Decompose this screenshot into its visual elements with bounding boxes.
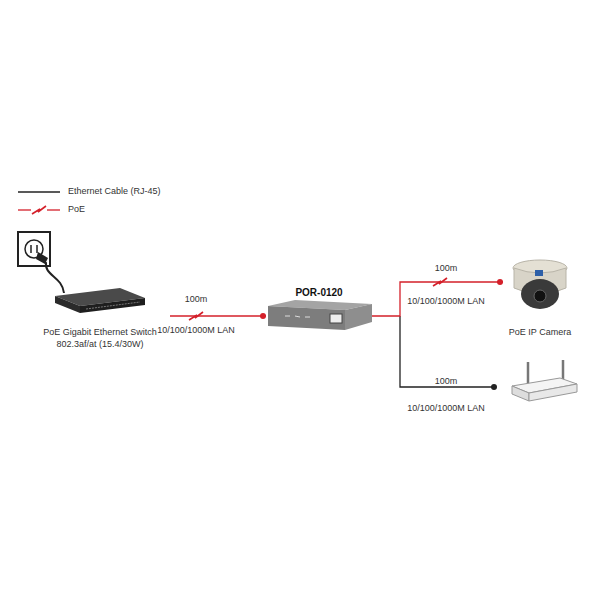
status-led xyxy=(285,316,290,317)
camera-node: PoE IP Camera xyxy=(503,258,577,338)
router-antenna xyxy=(527,362,530,384)
rj45-port xyxy=(330,314,342,323)
switch-node: PoE Gigabit Ethernet Switch 802.3af/at (… xyxy=(30,286,170,350)
status-led xyxy=(295,316,300,317)
node-text: PoE IP Camera xyxy=(503,326,577,338)
cable-end-dot xyxy=(491,384,497,390)
legend-poe-line xyxy=(47,209,60,210)
poe-connector xyxy=(170,315,266,316)
link-speed-label: 10/100/1000M LAN xyxy=(407,296,485,307)
outlet-pin xyxy=(36,245,38,253)
cable-end-dot xyxy=(260,313,266,319)
switch-side xyxy=(55,296,80,313)
legend-poe-line xyxy=(18,209,31,210)
legend-cable-line xyxy=(18,191,60,192)
poe-bolt xyxy=(189,312,203,320)
router-front xyxy=(529,384,577,401)
distance-label: 100m xyxy=(185,294,208,305)
switch-ports xyxy=(86,302,140,309)
legend-text: Ethernet Cable (RJ-45) xyxy=(68,186,161,197)
camera-logo xyxy=(535,270,543,276)
link-speed-label: 10/100/1000M LAN xyxy=(407,403,485,414)
poe-connector xyxy=(372,282,503,316)
distance-label: 100m xyxy=(435,263,458,274)
camera-dome xyxy=(521,279,559,309)
poe-bolt xyxy=(433,278,447,286)
ethernet-cable xyxy=(400,316,494,387)
router-side xyxy=(512,386,529,401)
device-node: POR-0120 xyxy=(266,287,372,332)
device-side xyxy=(345,304,372,330)
node-text: POR-0120 xyxy=(266,287,372,299)
power-outlet xyxy=(18,232,50,266)
legend-poe-bolt xyxy=(32,206,46,214)
switch-front xyxy=(80,298,145,313)
device-front xyxy=(268,306,345,330)
link-speed-label: 100m xyxy=(435,376,458,387)
outlet-pin xyxy=(30,245,32,253)
cable-end-dot xyxy=(497,279,503,285)
power-cable xyxy=(46,262,64,293)
camera-lens xyxy=(534,290,546,302)
legend-text: PoE xyxy=(68,204,85,215)
status-led xyxy=(305,317,310,318)
link-speed-label: 10/100/1000M LAN xyxy=(157,325,235,336)
node-text: PoE Gigabit Ethernet Switch 802.3af/at (… xyxy=(30,326,170,350)
